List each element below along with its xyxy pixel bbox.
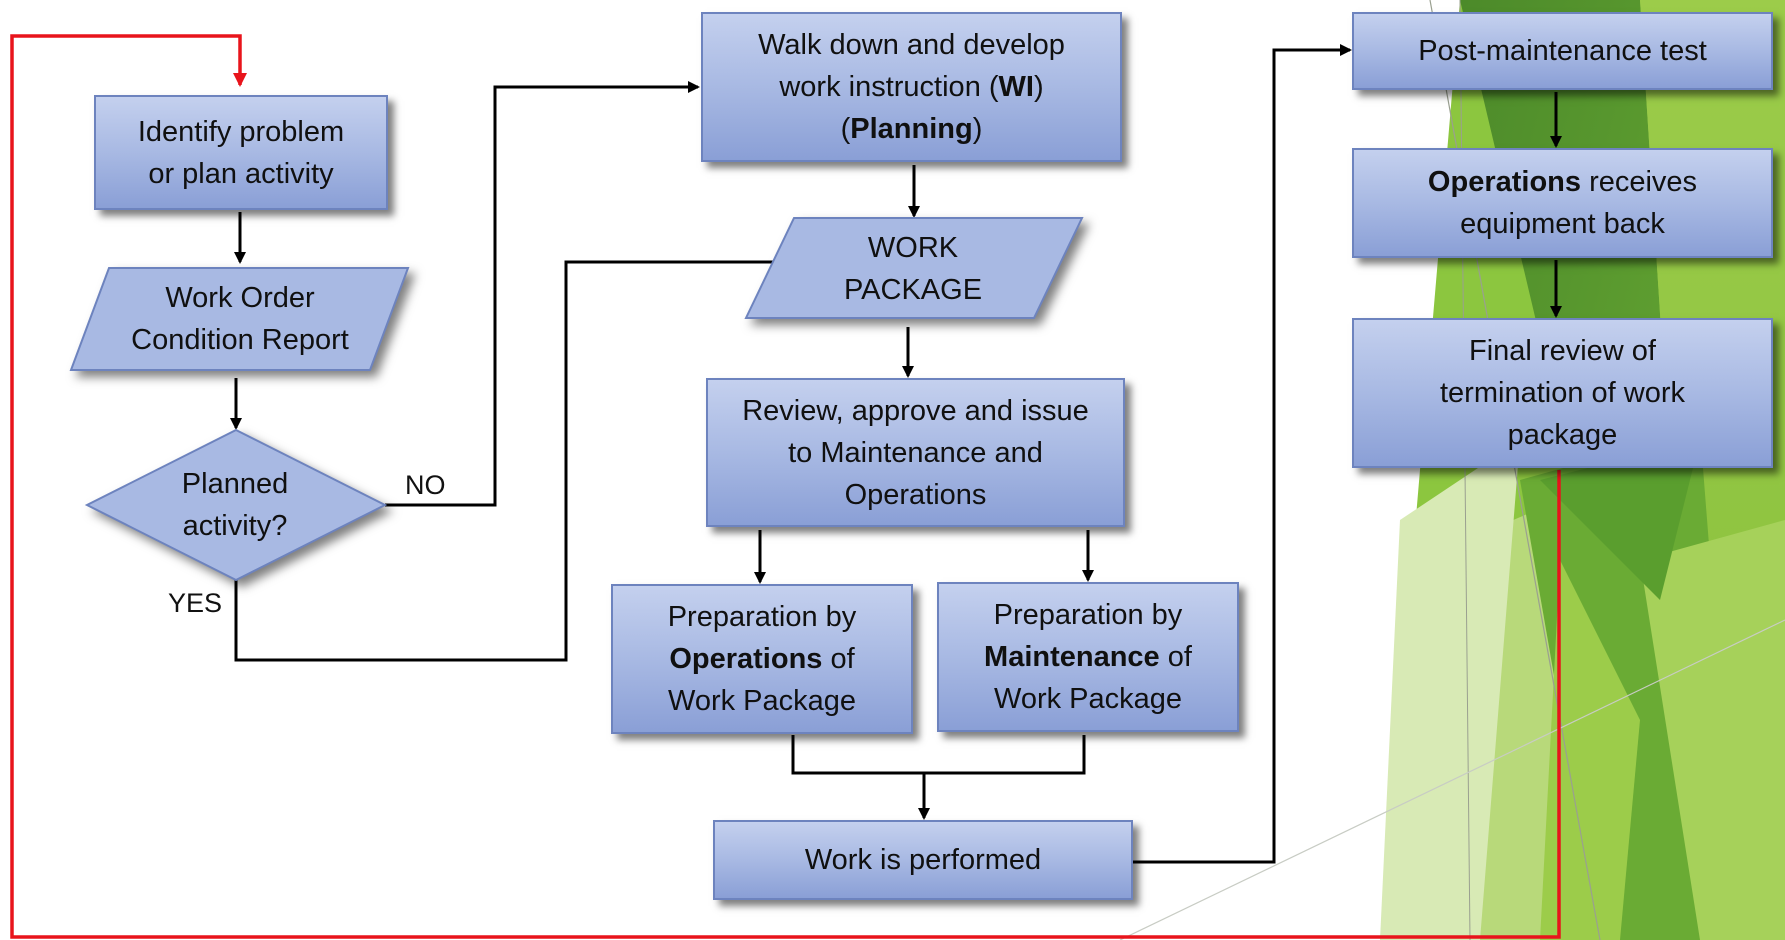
connector-yes-to-workpackage — [234, 256, 788, 662]
identify-problem-node: Identify problem or plan activity — [94, 95, 388, 210]
walkdown-line3b: Planning — [850, 113, 973, 145]
opsreceives-line1a: Operations — [1427, 166, 1582, 198]
prepmaint-line2a: Maintenance — [984, 641, 1160, 673]
prep-maintenance-node: Preparation by Maintenance of Work Packa… — [937, 582, 1239, 732]
review-approve-node: Review, approve and issue to Maintenance… — [706, 378, 1125, 527]
finalreview-line3: package — [1507, 419, 1618, 451]
prepmaint-line2b: of — [1159, 641, 1192, 673]
prepmaint-line1: Preparation by — [993, 599, 1183, 631]
prepmaint-line3: Work Package — [993, 683, 1183, 715]
operations-receives-node: Operations receives equipment back — [1352, 148, 1773, 258]
loop-connector-final-to-identify — [10, 34, 1561, 939]
workorder-line1: Work Order — [165, 282, 315, 314]
work-order-node: Work Order Condition Report — [80, 268, 400, 370]
identify-line1: Identify problem — [137, 115, 345, 148]
connector-performed-to-posttest — [1133, 44, 1352, 864]
work-performed-node: Work is performed — [713, 820, 1133, 900]
prepops-line1: Preparation by — [667, 601, 857, 633]
prepops-line2a: Operations — [669, 643, 823, 675]
planned-activity-decision-node: Planned activity? — [130, 455, 340, 555]
finalreview-line1: Final review of — [1469, 335, 1656, 367]
post-maintenance-test-node: Post-maintenance test — [1352, 12, 1773, 90]
opsreceives-line1b: receives — [1581, 166, 1698, 198]
review-line2: to Maintenance and — [788, 436, 1043, 469]
walkdown-line1: Walk down and develop — [758, 29, 1065, 61]
review-line3: Operations — [844, 478, 987, 511]
opsreceives-line2: equipment back — [1460, 208, 1665, 240]
connector-no-to-walkdown — [385, 81, 700, 507]
prepops-line2b: of — [822, 643, 855, 675]
no-branch-label: NO — [405, 470, 446, 500]
decision-shape — [84, 428, 388, 582]
connector-prep-merge — [791, 735, 1086, 775]
yes-branch-label: YES — [168, 588, 223, 618]
prepops-line3: Work Package — [667, 685, 857, 717]
walkdown-line2a: work instruction ( — [779, 71, 999, 103]
walkdown-line3c: ) — [972, 113, 983, 145]
identify-line2: or plan activity — [148, 157, 334, 190]
work-package-node: WORK PACKAGE — [790, 220, 1036, 318]
review-line1: Review, approve and issue — [742, 394, 1089, 427]
walkdown-line2b: WI — [998, 71, 1034, 103]
finalreview-line2: termination of work — [1440, 377, 1685, 409]
workorder-shape — [69, 267, 410, 371]
final-review-node: Final review of termination of work pack… — [1352, 318, 1773, 468]
posttest-line1: Post-maintenance test — [1418, 35, 1707, 67]
walkdown-line2c: ) — [1033, 71, 1044, 103]
decision-line1: Planned — [181, 468, 289, 500]
performed-line1: Work is performed — [804, 844, 1042, 876]
walk-down-node: Walk down and develop work instruction (… — [701, 12, 1122, 162]
prep-operations-node: Preparation by Operations of Work Packag… — [611, 584, 913, 734]
decision-line2: activity? — [182, 510, 288, 542]
walkdown-line3a: ( — [840, 113, 851, 145]
workpackage-line1: WORK — [867, 232, 959, 264]
workpackage-shape — [744, 217, 1084, 319]
workorder-line2: Condition Report — [131, 324, 349, 356]
workpackage-line2: PACKAGE — [843, 274, 983, 306]
